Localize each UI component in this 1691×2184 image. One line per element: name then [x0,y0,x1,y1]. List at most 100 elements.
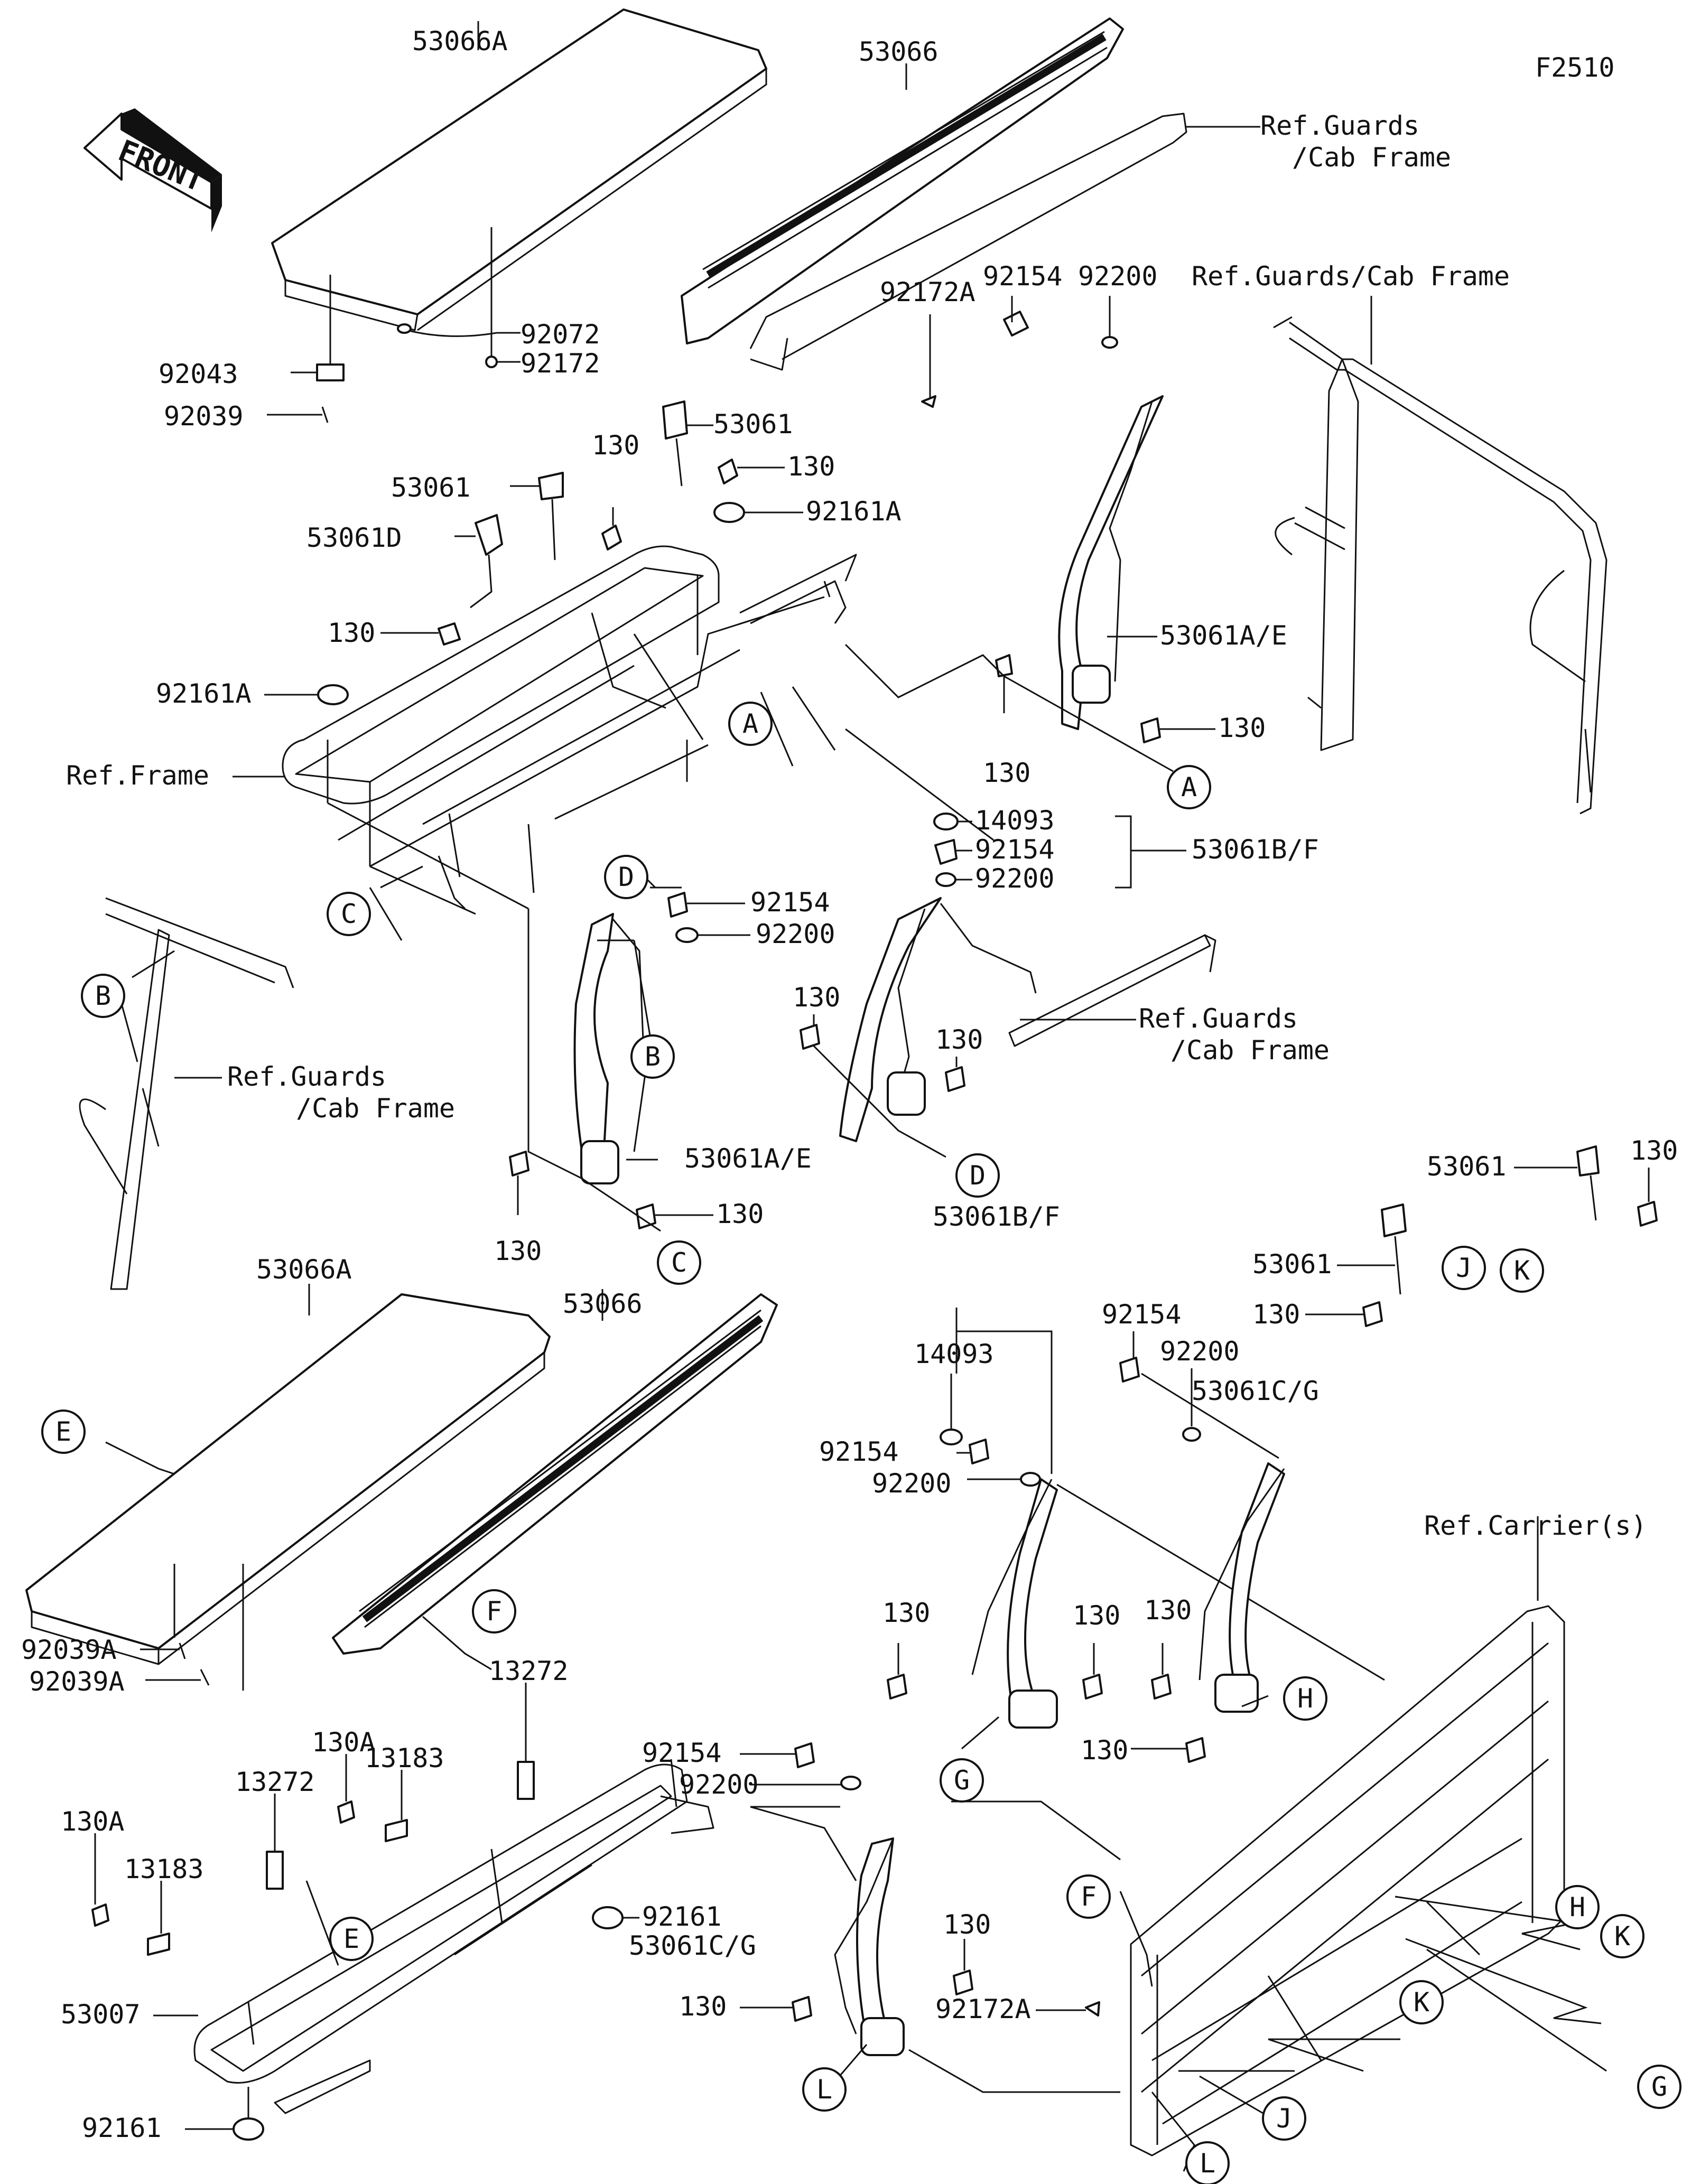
label-92039: 92039 [164,401,244,432]
callout-e: E [41,1410,86,1454]
washer-92200 [935,872,972,887]
label-13272-a: 13272 [489,1656,569,1686]
callout-letter: H [1297,1683,1313,1714]
callout-g: G [940,1758,984,1803]
bolt-130 [380,622,461,646]
bolt-130 [601,507,622,550]
label-92172: 92172 [521,348,600,379]
callout-h: H [1283,1676,1327,1721]
label-53061D: 53061D [306,522,402,553]
label-130-e: 130 [1218,713,1266,743]
label-53061CG-a: 53061C/G [1192,1376,1319,1406]
bolt-130 [509,1151,529,1215]
bracket-13272 [517,1683,535,1800]
label-53061-d: 53061 [1252,1249,1332,1280]
bolt-92154 [956,1439,989,1464]
label-130-i: 130 [494,1236,542,1266]
washer-92200 [967,1472,1041,1487]
seat-belt-53061BF-center [839,897,1037,1142]
callout-d: D [604,855,648,899]
bolt-130 [800,1014,820,1050]
callout-circle [1262,2096,1306,2141]
label-13183-b: 13183 [124,1854,204,1884]
bolt-130 [1637,1168,1658,1227]
foot-92161 [185,2087,264,2141]
label-130-m: 130 [1073,1600,1120,1631]
label-92200-e: 92200 [872,1468,952,1499]
bolt-130 [953,1939,973,1995]
label-92154-d: 92154 [1102,1299,1182,1330]
buckle-53061 [662,400,713,487]
label-14093-b: 14093 [914,1339,994,1369]
bolt-130 [718,459,785,484]
label-ref-guards-cab-4a: Ref.Guards [227,1061,386,1092]
callout-circle [940,1758,984,1803]
label-ref-guards-cab-3a: Ref.Guards [1139,1003,1298,1034]
callout-circle [1167,765,1211,809]
label-14093-a: 14093 [975,805,1055,836]
callout-letter: L [816,2074,832,2105]
label-53061-c: 53061 [1427,1151,1507,1182]
label-92161A-b: 92161A [156,678,252,709]
label-92172A-a: 92172A [880,277,975,307]
callout-letter: J [1276,2103,1292,2134]
callout-g: G [1637,2065,1681,2109]
washer-92200 [750,1776,861,1790]
label-92154-a: 92154 [983,261,1063,292]
label-ref-guards-cab-1a: Ref.Guards [1260,110,1419,141]
label-53061AE-a: 53061A/E [1160,620,1287,651]
callout-circle [1555,1885,1600,1929]
label-ref-carriers: Ref.Carrier(s) [1424,1510,1647,1541]
callout-circle [1185,2141,1230,2184]
callout-circle [604,855,648,899]
callout-letter: B [95,981,111,1011]
label-53061BF-a: 53061B/F [1192,834,1319,865]
callout-circle [1399,1980,1444,2024]
washer-92200 [675,927,750,943]
callout-circle [41,1410,86,1454]
bracket-53061BF-b [955,1308,1053,1474]
label-130-c: 130 [328,618,375,648]
callout-circle [728,702,773,746]
label-130-p: 130 [943,1909,991,1940]
buckle-53061 [510,472,564,561]
callout-circle [1283,1676,1327,1721]
seat-belt-53061CG-right [1198,1462,1285,1713]
cap-14093 [940,1374,963,1445]
bolt-130A [91,1833,109,1927]
callout-letter: G [954,1765,970,1796]
label-92161-b: 92161 [82,2113,162,2143]
bolt-130 [1140,717,1215,743]
label-53061-b: 53061 [391,472,471,503]
label-13272-b: 13272 [235,1767,315,1797]
callout-letter: K [1514,1255,1530,1286]
label-92154-b: 92154 [975,834,1055,865]
label-53066A-bot: 53066A [256,1254,352,1285]
bolt-130 [1305,1301,1383,1327]
callout-letter: E [55,1416,71,1447]
carrier [1130,1516,1565,2157]
bracket-13183 [147,1881,170,1956]
label-130-j: 130 [1630,1135,1678,1166]
callout-letter: K [1614,1921,1630,1952]
seat-belt-53061AE-left [573,913,658,1184]
label-92200-d: 92200 [1160,1336,1240,1367]
callout-letter: F [1081,1881,1097,1912]
bolt-130 [1131,1737,1206,1763]
callout-l: L [1185,2141,1230,2184]
label-92161A-a: 92161A [806,496,902,527]
cab-frame-right [1273,296,1608,815]
callout-circle [1442,1246,1486,1290]
label-ref-frame: Ref.Frame [66,760,209,791]
bolt-130 [995,654,1013,713]
callout-letter: G [1651,2071,1667,2102]
washer-92200 [1101,296,1118,349]
seat-belt-53061AE-top [1058,395,1164,730]
callout-letter: E [343,1924,359,1954]
callout-d: D [955,1153,1000,1198]
callout-letter: H [1569,1892,1585,1922]
label-53061BF-b: 53061B/F [933,1201,1060,1232]
label-130-o: 130 [1081,1735,1128,1766]
